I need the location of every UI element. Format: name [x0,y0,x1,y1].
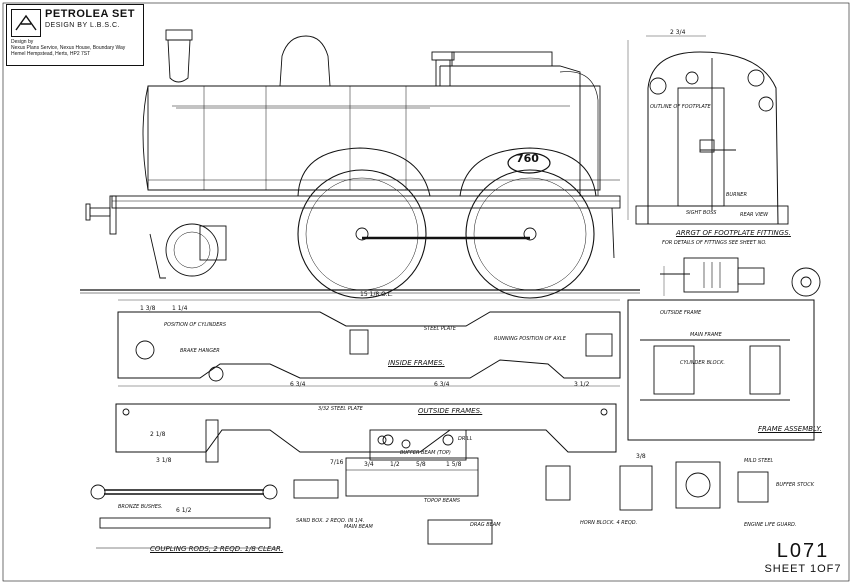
view-title-outside-frames: OUTSIDE FRAMES. [418,407,483,415]
view-title-engine-life-guard: ENGINE LIFE GUARD. [744,522,797,528]
label-main-beam: MAIN BEAM [344,524,373,530]
locomotive-elevation [80,29,640,299]
label-drag-beam: DRAG BEAM [470,522,501,528]
title-block-subtitle: DESIGN BY L.B.S.C. [45,22,121,29]
label-position-of-cylinders: POSITION OF CYLINDERS [164,322,226,328]
dim-14: 3/8 [636,453,646,460]
dim-cab-width: 2 3/4 [670,29,686,36]
view-title-footplate: ARRGT OF FOOTPLATE FITTINGS. [676,229,791,237]
label-steel-plate: STEEL PLATE [424,326,456,332]
label-steel-plate-outside: 3/32 STEEL PLATE [318,406,363,412]
title-block: PETROLEA SET DESIGN BY L.B.S.C. Design b… [6,4,144,66]
frame-assembly-view [627,299,815,441]
outside-frames-plan [115,403,617,463]
loco-number-plate: 760 [516,152,539,165]
label-outside-frame: OUTSIDE FRAME [660,310,702,316]
dim-overall-length: 15 1/8 O.L. [360,291,393,298]
label-main-frame: MAIN FRAME [690,332,722,338]
label-running-position: RUNNING POSITION OF AXLE [494,336,566,342]
dim-8: 6 1/2 [176,507,192,514]
label-brake-hanger: BRAKE HANGER [180,348,220,354]
dim-10: 3/4 [364,461,374,468]
dim-12: 1/2 [390,461,400,468]
coupling-rods [90,484,280,549]
label-burner: BURNER [726,192,747,198]
view-title-buffer-beam: BUFFER BEAM (TOP) [400,450,451,456]
label-bronze-bushes: BRONZE BUSHES. [118,504,163,510]
title-block-credit: Design by Nexus Plans Service, Nexus Hou… [11,39,126,57]
dim-11: 1 5/8 [446,461,462,468]
dim-9: 7/16 [330,459,344,466]
sheet-number: SHEET 1OF7 [764,563,842,575]
footplate-fittings-detail [660,257,821,297]
label-buffer-stock: BUFFER STOCK [776,482,814,488]
drawing-number: L071 [776,540,830,562]
dim-2: 6 3/4 [434,381,450,388]
label-horn-block: HORN BLOCK. 4 REQD. [580,520,638,526]
label-mild-steel: MILD STEEL [744,458,774,464]
label-drill: DRILL [458,436,473,442]
beams-details [293,429,769,545]
label-cylinder-block: CYLINDER BLOCK. [680,360,725,366]
label-sand-box: SAND BOX. 2 REQD. IN 1/4. [296,518,365,524]
drawing-reference: L071 SHEET 1OF7 [760,540,846,575]
label-outline-of-front: OUTLINE OF FOOTPLATE [650,104,711,110]
view-title-coupling-rods: COUPLING RODS, 2 REQD. 1/8 CLEAR. [150,545,284,553]
dim-1: 6 3/4 [290,381,306,388]
backhead-view [627,35,789,225]
dim-7: 2 1/8 [150,431,166,438]
dim-5: 1 1/4 [172,305,188,312]
label-sight-boss: SIGHT BOSS [686,210,717,216]
label-rear-view: REAR VIEW [740,212,769,218]
dim-13: 5/8 [416,461,426,468]
view-title-inside-frames: INSIDE FRAMES. [388,359,445,367]
dim-4: 1 3/8 [140,305,156,312]
view-title-frame-assembly: FRAME ASSEMBLY. [758,425,822,433]
inside-frames-plan [117,299,621,387]
view-title-topop-beams: TOPOP BEAMS [424,498,461,504]
footplate-note: FOR DETAILS OF FITTINGS SEE SHEET NO. [662,240,767,246]
dim-6: 3 1/8 [156,457,172,464]
dim-3: 3 1/2 [574,381,590,388]
logo-icon [11,9,41,37]
title-block-title: PETROLEA SET [45,8,135,20]
